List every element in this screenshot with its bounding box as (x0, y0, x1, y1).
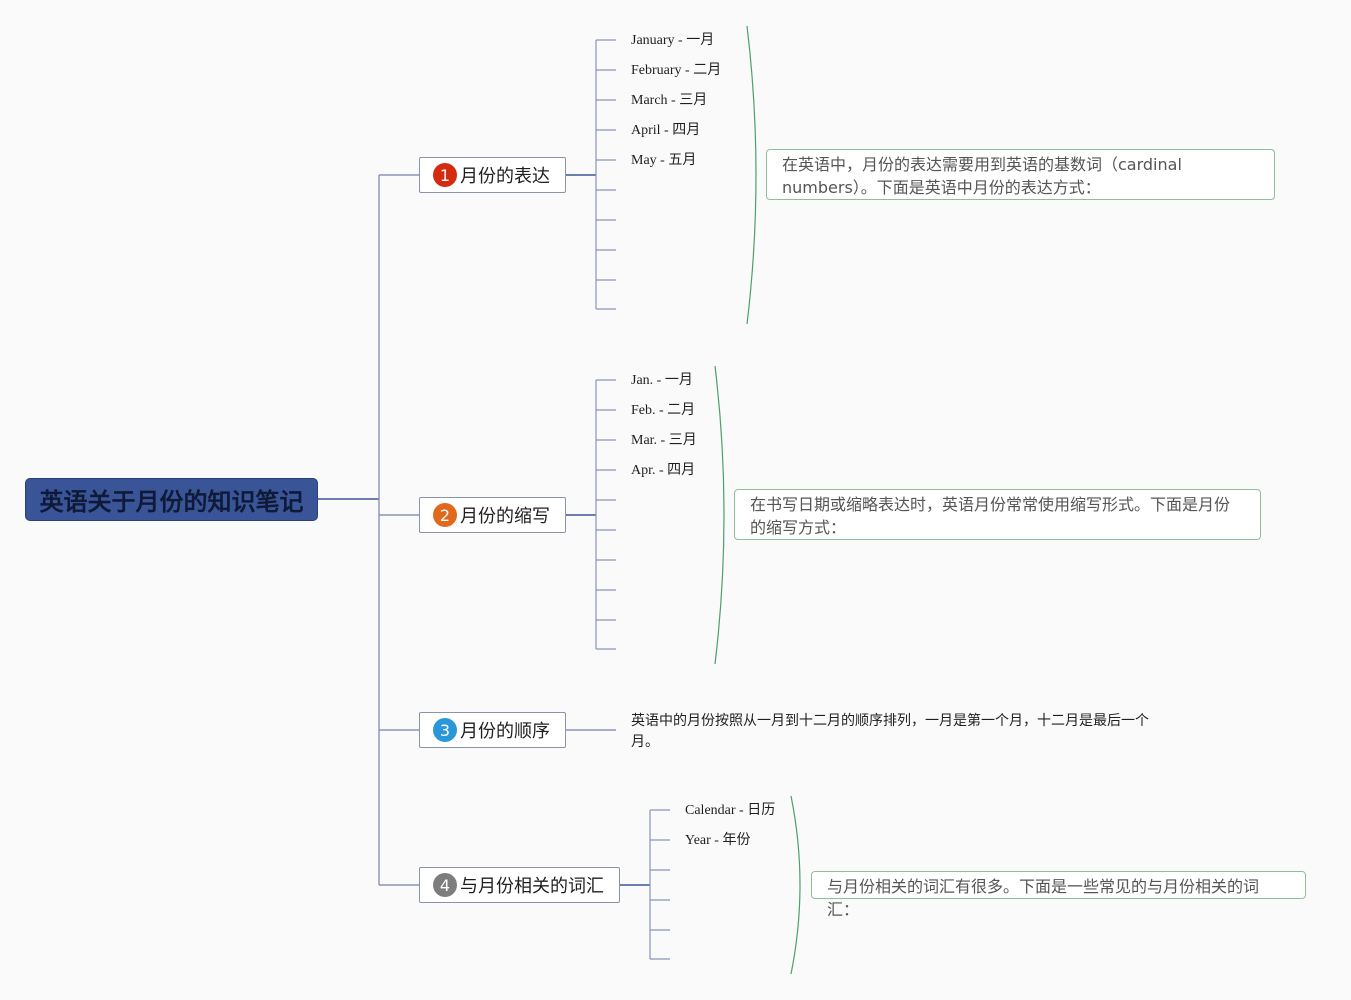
leaf-item[interactable]: February - 二月 (631, 63, 722, 78)
summary-note-text: 与月份相关的词汇有很多。下面是一些常见的与月份相关的词汇： (827, 877, 1260, 919)
branch-month-expression[interactable]: 1 月份的表达 (419, 157, 566, 193)
number-4-icon: 4 (433, 873, 457, 897)
branch-month-order[interactable]: 3 月份的顺序 (419, 712, 566, 748)
leaf-item[interactable]: Calendar - 日历 (685, 803, 776, 818)
leaf-item[interactable]: May - 五月 (631, 153, 697, 168)
leaf-item[interactable]: Mar. - 三月 (631, 433, 697, 448)
leaf-item[interactable]: Feb. - 二月 (631, 403, 696, 418)
branch-label: 月份的缩写 (460, 506, 550, 527)
summary-note[interactable]: 在书写日期或缩略表达时，英语月份常常使用缩写形式。下面是月份的缩写方式： (734, 489, 1261, 540)
number-1-icon: 1 (433, 163, 457, 187)
summary-note-text: 在英语中，月份的表达需要用到英语的基数词（cardinal numbers）。下… (782, 155, 1182, 197)
summary-note[interactable]: 在英语中，月份的表达需要用到英语的基数词（cardinal numbers）。下… (766, 149, 1275, 200)
branch-month-abbreviation[interactable]: 2 月份的缩写 (419, 497, 566, 533)
root-topic[interactable]: 英语关于月份的知识笔记 (25, 478, 318, 521)
leaf-item[interactable]: April - 四月 (631, 123, 701, 138)
leaf-item[interactable]: Year - 年份 (685, 833, 751, 848)
branch-month-vocabulary[interactable]: 4 与月份相关的词汇 (419, 867, 620, 903)
order-description[interactable]: 英语中的月份按照从一月到十二月的顺序排列，一月是第一个月，十二月是最后一个月。 (631, 713, 1149, 750)
leaf-item[interactable]: January - 一月 (631, 33, 715, 48)
branch-label: 与月份相关的词汇 (460, 876, 604, 897)
leaf-item[interactable]: Jan. - 一月 (631, 373, 693, 388)
summary-note[interactable]: 与月份相关的词汇有很多。下面是一些常见的与月份相关的词汇： (811, 871, 1306, 919)
root-topic-label: 英语关于月份的知识笔记 (39, 488, 304, 516)
branch-label: 月份的表达 (460, 166, 550, 187)
leaf-item[interactable]: Apr. - 四月 (631, 463, 696, 478)
number-2-icon: 2 (433, 503, 457, 527)
number-3-icon: 3 (433, 718, 457, 742)
leaf-item[interactable]: March - 三月 (631, 93, 708, 108)
branch-label: 月份的顺序 (460, 721, 550, 742)
summary-note-text: 在书写日期或缩略表达时，英语月份常常使用缩写形式。下面是月份的缩写方式： (750, 495, 1231, 537)
